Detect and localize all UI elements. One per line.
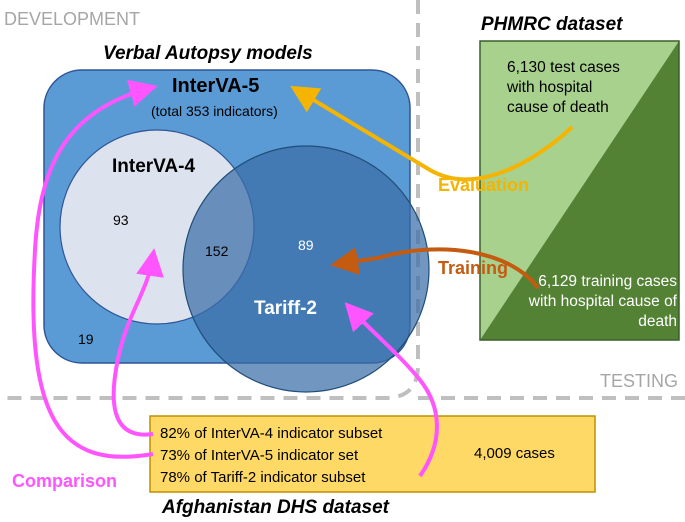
interva4-only-count: 93	[113, 212, 129, 228]
interva5-label: InterVA-5	[172, 75, 260, 97]
evaluation-label: Evaluation	[438, 175, 530, 195]
development-zone-label: DEVELOPMENT	[4, 9, 141, 29]
dhs-cases: 4,009 cases	[474, 445, 555, 462]
dhs-line-interva5: 73% of InterVA-5 indicator set	[160, 447, 359, 464]
training-arrow	[330, 247, 540, 290]
evaluation-arrow	[290, 85, 574, 182]
dhs-line-interva4: 82% of InterVA-4 indicator subset	[160, 425, 383, 442]
training-label: Training	[438, 258, 509, 278]
dhs-line-tariff2: 78% of Tariff-2 indicator subset	[160, 469, 366, 486]
interva5-total-label: (total 353 indicators)	[151, 103, 278, 119]
phmrc-training-triangle	[480, 41, 679, 340]
dhs-title: Afghanistan DHS dataset	[162, 497, 389, 518]
comparison-label: Comparison	[12, 471, 118, 491]
comparison-arrow-interva4	[111, 248, 164, 437]
dhs-box	[149, 415, 596, 493]
phmrc-test-cases: 6,130 test cases with hospital cause of …	[507, 59, 620, 116]
interva4-label: InterVA-4	[112, 156, 196, 177]
zone-divider-vertical	[0, 0, 420, 400]
tariff2-circle	[182, 145, 430, 393]
tariff2-label: Tariff-2	[254, 298, 317, 319]
testing-zone-label: TESTING	[600, 371, 679, 391]
phmrc-title: PHMRC dataset	[481, 14, 623, 35]
tariff2-only-count: 89	[298, 237, 314, 253]
phmrc-box-border	[479, 40, 680, 341]
comparison-arrow-interva5	[31, 79, 158, 459]
va-models-title: Verbal Autopsy models	[103, 43, 313, 64]
comparison-arrow-tariff2	[344, 302, 439, 478]
phmrc-training-cases: 6,129 training cases with hospital cause…	[528, 273, 677, 330]
overlap-count: 152	[205, 243, 229, 259]
interva5-only-count: 19	[78, 331, 94, 347]
